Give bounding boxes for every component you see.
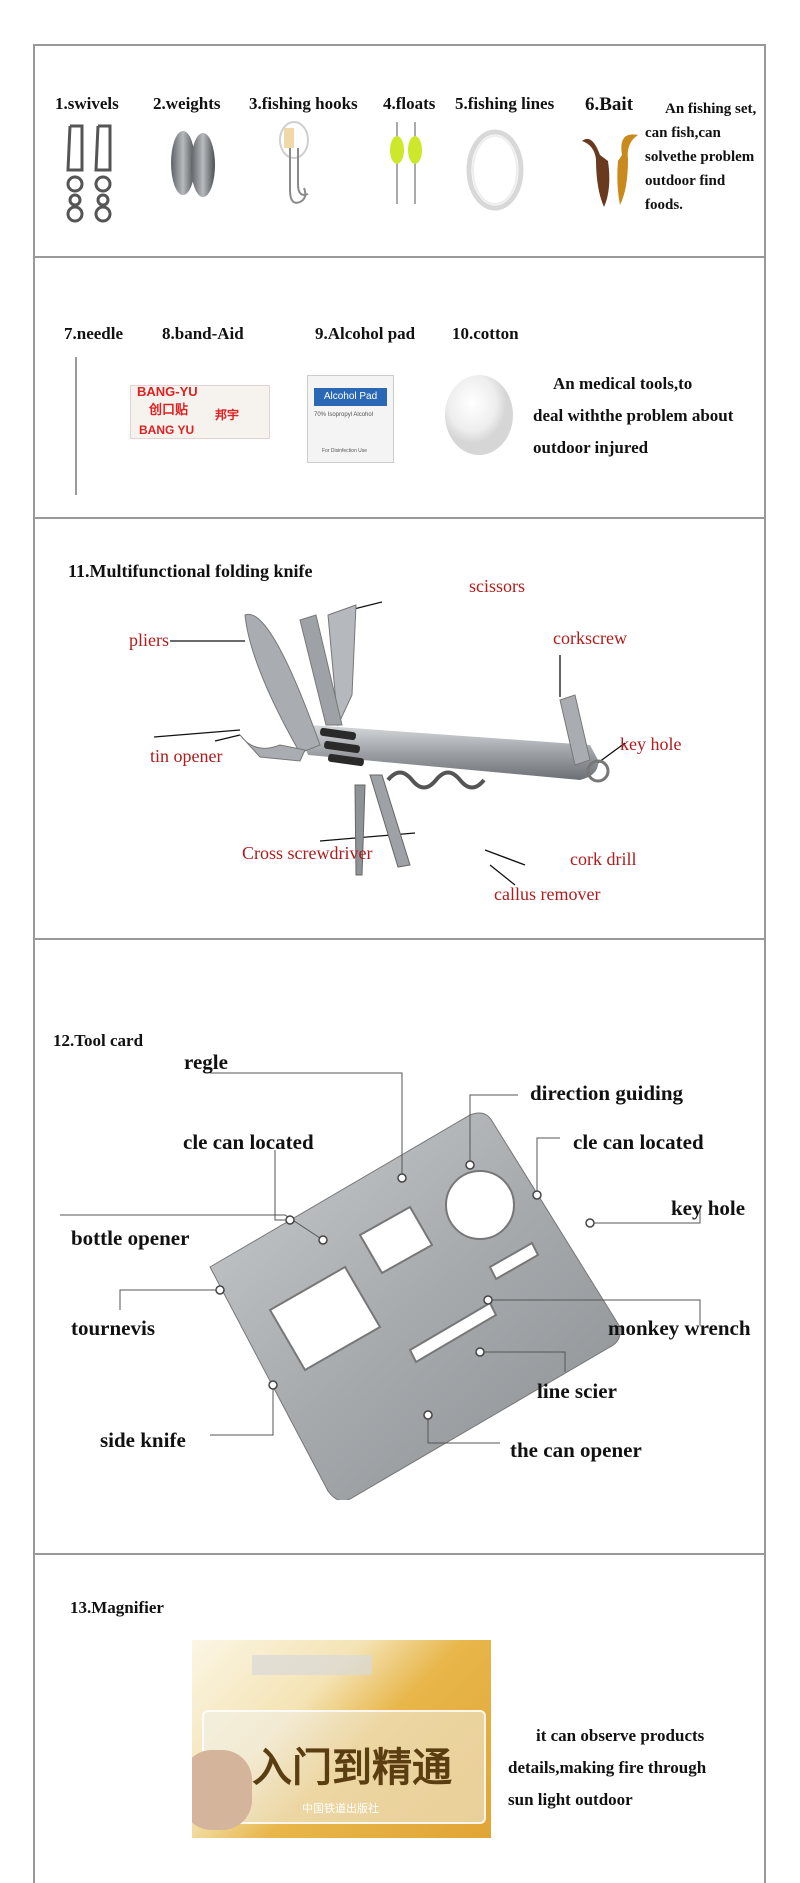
label-monkey-wrench: monkey wrench — [608, 1316, 751, 1340]
bait-image — [582, 134, 638, 207]
label-corkscrew: corkscrew — [553, 628, 627, 648]
desc-line: details,making fire through — [508, 1758, 707, 1777]
label-direction-guiding: direction guiding — [530, 1081, 684, 1105]
desc-line: foods. — [645, 197, 683, 213]
alcohol-pad-subtitle: 70% Isopropyl Alcohol — [314, 412, 374, 418]
section-divider — [33, 1553, 766, 1555]
label-callus-remover: callus remover — [494, 884, 601, 904]
magnifier-description: it can observe products details,making f… — [508, 1720, 706, 1816]
label-cle-can-located-right: cle can located — [573, 1130, 704, 1154]
desc-line: An medical tools,to — [553, 374, 693, 393]
needle-image — [75, 357, 77, 495]
page-frame — [33, 44, 766, 1883]
desc-line: deal withthe problem about — [533, 406, 734, 425]
floats-image — [390, 122, 422, 204]
item-label-fishing-hooks: 3.fishing hooks — [249, 94, 358, 113]
knife-title: 11.Multifunctional folding knife — [68, 561, 313, 581]
label-side-knife: side knife — [100, 1428, 186, 1452]
item-label-bait: 6.Bait — [585, 94, 634, 115]
label-cle-can-located-left: cle can located — [183, 1130, 314, 1154]
swivels-image — [66, 124, 112, 223]
label-cork-drill: cork drill — [570, 849, 637, 869]
item-label-swivels: 1.swivels — [55, 94, 119, 113]
label-scissors: scissors — [469, 576, 526, 596]
item-label-cotton: 10.cotton — [452, 324, 519, 343]
label-bottle-opener: bottle opener — [71, 1226, 190, 1250]
tool-card-illustration — [60, 1072, 701, 1500]
photo-small-text: 中国铁道出版社 — [302, 1802, 379, 1815]
fishing-lines-image — [466, 129, 524, 211]
label-tournevis: tournevis — [71, 1316, 155, 1340]
alcohol-pad-note: For Disinfection Use — [322, 448, 368, 454]
weights-image — [171, 131, 215, 197]
desc-line: it can observe products — [536, 1726, 705, 1745]
toolcard-title: 12.Tool card — [53, 1031, 144, 1050]
photo-big-text: 入门到精通 — [252, 1745, 452, 1791]
photo-strip — [252, 1655, 372, 1675]
band-aid-brand: BANG-YU — [137, 385, 198, 399]
desc-line: solvethe problem — [645, 149, 755, 165]
label-tin-opener: tin opener — [150, 746, 223, 766]
magnifier-title: 13.Magnifier — [70, 1598, 164, 1617]
item-label-weights: 2.weights — [153, 94, 221, 113]
label-line-scier: line scier — [537, 1379, 617, 1403]
cotton-image — [445, 375, 513, 455]
item-label-needle: 7.needle — [64, 324, 124, 343]
label-regle: regle — [184, 1050, 228, 1074]
fishing-description: An fishing set, can fish,can solvethe pr… — [645, 97, 756, 217]
medical-description: An medical tools,to deal withthe problem… — [533, 368, 733, 464]
band-aid-brand-bottom: BANG YU — [139, 423, 195, 437]
desc-line: can fish,can — [645, 125, 721, 141]
section-divider — [33, 938, 766, 940]
label-key-hole: key hole — [620, 734, 682, 754]
alcohol-pad-image: Alcohol Pad 70% Isopropyl Alcohol For Di… — [307, 375, 394, 463]
section-divider — [33, 517, 766, 519]
band-aid-image: BANG-YU 创口贴 邦宇 BANG YU — [130, 385, 270, 439]
desc-line: An fishing set, — [665, 101, 757, 117]
item-label-floats: 4.floats — [383, 94, 436, 113]
photo-thumb — [192, 1750, 252, 1830]
folding-knife-illustration — [153, 601, 626, 886]
desc-line: outdoor find — [645, 173, 726, 189]
section-divider — [33, 256, 766, 258]
item-label-band-aid: 8.band-Aid — [162, 324, 244, 343]
band-aid-cn-brand: 邦宇 — [215, 408, 240, 422]
label-key-hole-card: key hole — [671, 1196, 746, 1220]
item-label-fishing-lines: 5.fishing lines — [455, 94, 555, 113]
desc-line: outdoor injured — [533, 438, 649, 457]
label-cross-screwdriver: Cross screwdriver — [242, 843, 373, 863]
item-label-alcohol-pad: 9.Alcohol pad — [315, 324, 416, 343]
label-pliers: pliers — [129, 630, 169, 650]
desc-line: sun light outdoor — [508, 1790, 633, 1809]
magnifier-photo: 入门到精通 中国铁道出版社 — [192, 1640, 491, 1838]
label-the-can-opener: the can opener — [510, 1438, 642, 1462]
band-aid-cn: 创口贴 — [149, 402, 189, 417]
fishing-hooks-image — [279, 121, 309, 204]
alcohol-pad-title: Alcohol Pad — [314, 388, 387, 406]
